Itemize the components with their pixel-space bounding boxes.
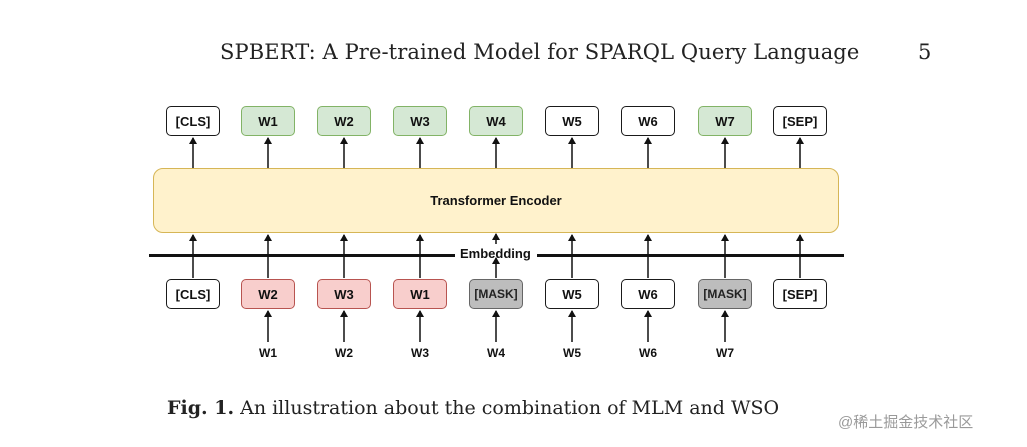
input-token-box: W5	[545, 279, 599, 309]
output-token-box: W1	[241, 106, 295, 136]
input-token-box: [MASK]	[469, 279, 523, 309]
embedding-label: Embedding	[460, 246, 531, 261]
encoder-label: Transformer Encoder	[430, 193, 562, 208]
input-token-box: [SEP]	[773, 279, 827, 309]
input-word-label: W6	[639, 346, 657, 360]
running-title: SPBERT: A Pre-trained Model for SPARQL Q…	[220, 40, 860, 64]
embedding-line-right	[537, 254, 844, 257]
embedding-line-left	[149, 254, 455, 257]
input-token-box: W1	[393, 279, 447, 309]
input-word-label: W2	[335, 346, 353, 360]
input-word-label: W1	[259, 346, 277, 360]
output-token-box: [CLS]	[166, 106, 220, 136]
input-token-box: [CLS]	[166, 279, 220, 309]
input-token-box: W2	[241, 279, 295, 309]
input-word-label: W7	[716, 346, 734, 360]
input-token-box: W6	[621, 279, 675, 309]
page-number: 5	[918, 40, 932, 64]
watermark: @稀土掘金技术社区	[838, 414, 974, 431]
input-token-box: W3	[317, 279, 371, 309]
input-word-label: W4	[487, 346, 505, 360]
output-token-box: W6	[621, 106, 675, 136]
caption-text: An illustration about the combination of…	[234, 397, 780, 419]
output-token-box: W4	[469, 106, 523, 136]
output-token-box: [SEP]	[773, 106, 827, 136]
input-word-label: W3	[411, 346, 429, 360]
output-token-box: W3	[393, 106, 447, 136]
caption-label: Fig. 1.	[167, 397, 235, 419]
output-token-box: W5	[545, 106, 599, 136]
transformer-encoder-block: Transformer Encoder	[153, 168, 839, 233]
input-token-box: [MASK]	[698, 279, 752, 309]
output-token-box: W2	[317, 106, 371, 136]
output-token-box: W7	[698, 106, 752, 136]
figure-caption: Fig. 1. An illustration about the combin…	[167, 397, 779, 419]
input-word-label: W5	[563, 346, 581, 360]
